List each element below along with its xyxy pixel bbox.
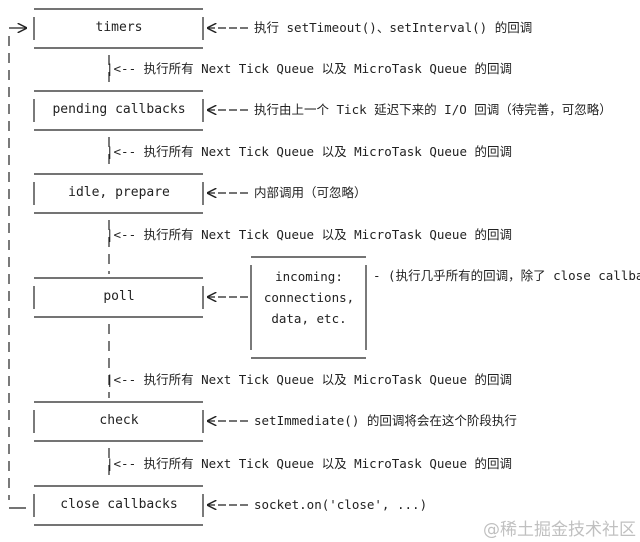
note-poll: - (执行几乎所有的回调，除了 close callbacks [373,268,640,283]
tick-note: |<-- 执行所有 Next Tick Queue 以及 MicroTask Q… [106,372,513,387]
note-pending: 执行由上一个 Tick 延迟下来的 I/O 回调（待完善，可忽略） [254,102,612,117]
incoming-line: connections, [263,290,355,305]
tick-note: |<-- 执行所有 Next Tick Queue 以及 MicroTask Q… [106,61,513,76]
phase-label-idle: idle, prepare [68,185,170,200]
phase-label-close: close callbacks [60,497,178,512]
phase-box-idle [33,173,204,214]
phase-label-poll: poll [103,289,135,304]
phase-label-timers: timers [95,20,143,35]
tick-note: |<-- 执行所有 Next Tick Queue 以及 MicroTask Q… [106,144,513,159]
phase-box-check [33,401,204,442]
phase-label-check: check [99,413,139,428]
phase-label-pending: pending callbacks [52,102,186,117]
phase-box-poll [33,277,204,318]
note-arrows [208,28,248,505]
incoming-box [250,256,367,359]
phase-box-timers [33,8,204,49]
tick-note: |<-- 执行所有 Next Tick Queue 以及 MicroTask Q… [106,456,513,471]
note-check: setImmediate() 的回调将会在这个阶段执行 [254,413,517,428]
note-close: socket.on('close', ...) [254,497,428,512]
loop-back-line [8,28,26,509]
note-idle: 内部调用（可忽略） [254,185,367,200]
tick-note: |<-- 执行所有 Next Tick Queue 以及 MicroTask Q… [106,227,513,242]
phase-box-close [33,485,204,526]
phase-box-pending [33,90,204,131]
note-timers: 执行 setTimeout()、setInterval() 的回调 [254,20,533,35]
incoming-text: incoming: connections, data, etc. [252,266,366,329]
incoming-line: data, etc. [271,311,347,326]
incoming-line: incoming: [275,269,343,284]
watermark: @稀土掘金技术社区 [483,520,636,540]
